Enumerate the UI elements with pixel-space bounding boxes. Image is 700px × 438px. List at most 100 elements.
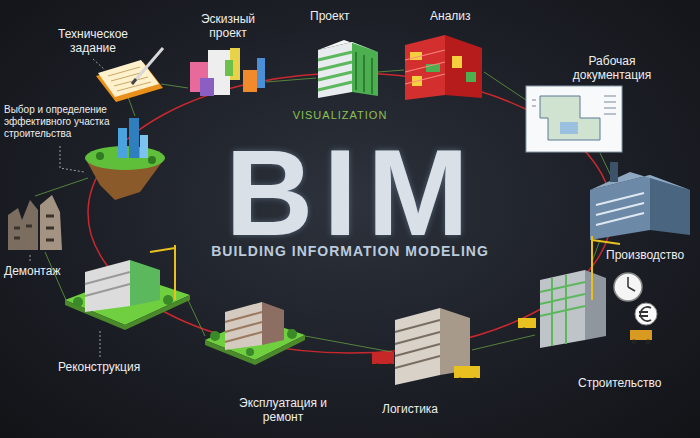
construction-site-part: [632, 340, 637, 345]
construction-site-part: [628, 277, 635, 291]
logistics-building-part: [372, 352, 394, 364]
operation-island-part: [210, 331, 220, 341]
factory-building-part: [590, 172, 690, 190]
stage-label: Анализ: [430, 9, 471, 23]
construction-site-part: [518, 318, 536, 328]
drawing-sheet-part: [526, 86, 622, 152]
factory-building-part: [590, 175, 650, 240]
site-island-part: [129, 118, 139, 158]
sketch-blocks-part: [200, 78, 214, 96]
site-island-part: [96, 152, 104, 160]
demolition-ruins-part: [40, 195, 62, 250]
stage-label: Строительство: [578, 376, 662, 390]
construction-site-part: [630, 330, 652, 340]
project-building-part: [356, 52, 372, 94]
project-building-part: [352, 42, 378, 96]
flow-line-part: [161, 84, 188, 88]
logistics-building-part: [458, 378, 463, 383]
operation-island-part: [225, 312, 262, 342]
analysis-building-part: [405, 35, 445, 100]
construction-site-part: [540, 270, 585, 348]
factory-building-part: [610, 162, 618, 182]
spec-paper-icon: [96, 48, 163, 102]
drawing-sheet-part: [540, 96, 600, 140]
visualization-label: VISUALIZATION: [293, 109, 388, 122]
construction-site-part: [635, 303, 657, 325]
site-island-part: [140, 135, 148, 158]
stage-label: Демонтаж: [4, 264, 60, 278]
sketch-blocks: [190, 48, 265, 96]
factory-building-part: [596, 193, 644, 225]
construction-site-part: [639, 307, 651, 321]
flow-line-part: [188, 300, 205, 336]
flow-line-part: [35, 178, 88, 196]
construction-site-part: [614, 273, 642, 301]
logistics-building-part: [440, 308, 470, 375]
logistics-building-part: [375, 364, 380, 369]
subtitle: BUILDING INFORMATION MODELING: [211, 243, 489, 260]
analysis-building-part: [445, 35, 482, 98]
sketch-blocks-part: [243, 70, 257, 92]
stage-label: Логистика: [382, 402, 438, 416]
demolition-ruins-part: [8, 200, 38, 250]
drawing-sheet: [526, 86, 622, 152]
site-island-part: [148, 156, 156, 164]
flow-line-part: [266, 78, 316, 82]
logistics-building-part: [395, 308, 440, 385]
logistics-building-part: [473, 378, 478, 383]
spec-paper-icon-part: [132, 48, 163, 84]
site-island-part: [118, 128, 127, 158]
flow-line-part: [378, 70, 404, 72]
stage-label: Проект: [310, 9, 350, 23]
spec-paper-icon-part: [132, 79, 136, 84]
analysis-building: [405, 35, 482, 100]
main-title: BIM: [225, 132, 479, 254]
logistics-building-part: [388, 364, 393, 369]
stage-label: Техническое задание: [45, 27, 141, 56]
leader-line: [30, 59, 612, 357]
reconstruction-island-part: [85, 272, 130, 296]
stage-label: Производство: [606, 248, 684, 262]
flow-line-part: [592, 240, 600, 262]
stage-label: Реконструкция: [58, 360, 140, 374]
reconstruction-island-part: [150, 245, 175, 300]
project-building: [318, 40, 378, 98]
operation-island-part: [246, 348, 254, 356]
drawing-sheet-part: [532, 96, 616, 114]
analysis-building-part: [452, 56, 462, 68]
drawing-sheet-part: [560, 122, 578, 134]
flow-line-part: [472, 335, 535, 350]
logistics-building: [372, 308, 480, 385]
flow-line-part: [128, 97, 135, 116]
reconstruction-island-part: [85, 260, 130, 312]
demolition-ruins: [8, 195, 62, 250]
reconstruction-island-part: [73, 297, 83, 307]
site-island: [85, 118, 165, 200]
operation-island-part: [225, 302, 262, 350]
factory-building: [590, 162, 690, 240]
stage-label: Эксплуатация и ремонт: [233, 396, 333, 425]
logistics-building-part: [454, 366, 480, 378]
construction-site-part: [646, 340, 651, 345]
stage-label: Эскизный проект: [186, 12, 270, 41]
operation-island-part: [262, 302, 284, 345]
construction-site-part: [585, 270, 606, 340]
sketch-blocks-part: [225, 60, 233, 76]
analysis-building-part: [405, 50, 445, 84]
reconstruction-island-part: [130, 260, 160, 306]
stage-label: Рабочая документация: [562, 54, 662, 83]
operation-island: [205, 302, 305, 365]
analysis-building-part: [466, 72, 476, 82]
project-building-part: [318, 42, 352, 98]
flow-line-part: [484, 72, 526, 100]
sketch-blocks-part: [257, 58, 265, 88]
leader-line-part: [100, 330, 101, 357]
project-building-part: [318, 52, 352, 90]
logistics-building-part: [395, 320, 440, 368]
reconstruction-island-part: [163, 295, 173, 305]
demolition-ruins-part: [14, 216, 54, 240]
leader-line-part: [93, 59, 105, 70]
operation-island-part: [287, 329, 297, 339]
project-building-part: [318, 40, 378, 52]
